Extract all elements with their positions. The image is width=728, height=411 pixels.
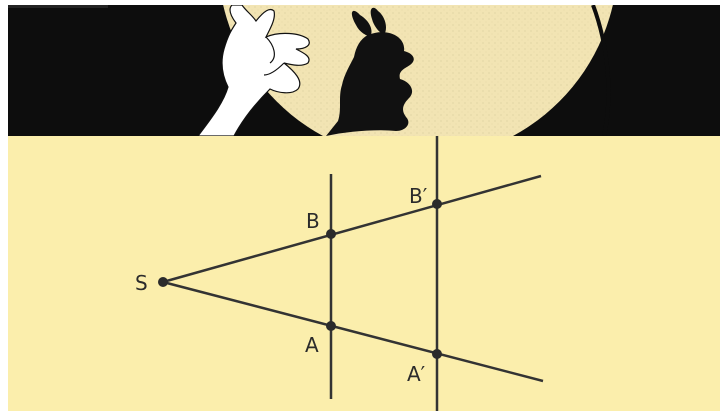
label-b-prime: B′ — [409, 184, 428, 208]
point-b — [326, 229, 336, 239]
projection-diagram: S B A B′ A′ — [8, 136, 720, 411]
moon-edge-icon — [591, 5, 611, 136]
upper-ray — [162, 174, 542, 284]
label-a-prime: A′ — [407, 362, 426, 386]
shadow-puppet-illustration — [8, 5, 720, 136]
label-b: B — [306, 209, 320, 233]
lower-ray — [162, 280, 544, 383]
point-s — [158, 277, 168, 287]
texture-strip — [8, 5, 108, 8]
point-b-prime — [432, 199, 442, 209]
point-a — [326, 321, 336, 331]
point-a-prime — [432, 349, 442, 359]
label-a: A — [305, 333, 319, 357]
moon-disc-icon — [223, 5, 613, 136]
label-s: S — [135, 271, 148, 295]
illustration-svg — [8, 5, 613, 136]
rabbit-shadow-icon — [326, 7, 414, 136]
hand-icon — [197, 5, 310, 136]
diagram-svg: S B A B′ A′ — [135, 136, 544, 411]
